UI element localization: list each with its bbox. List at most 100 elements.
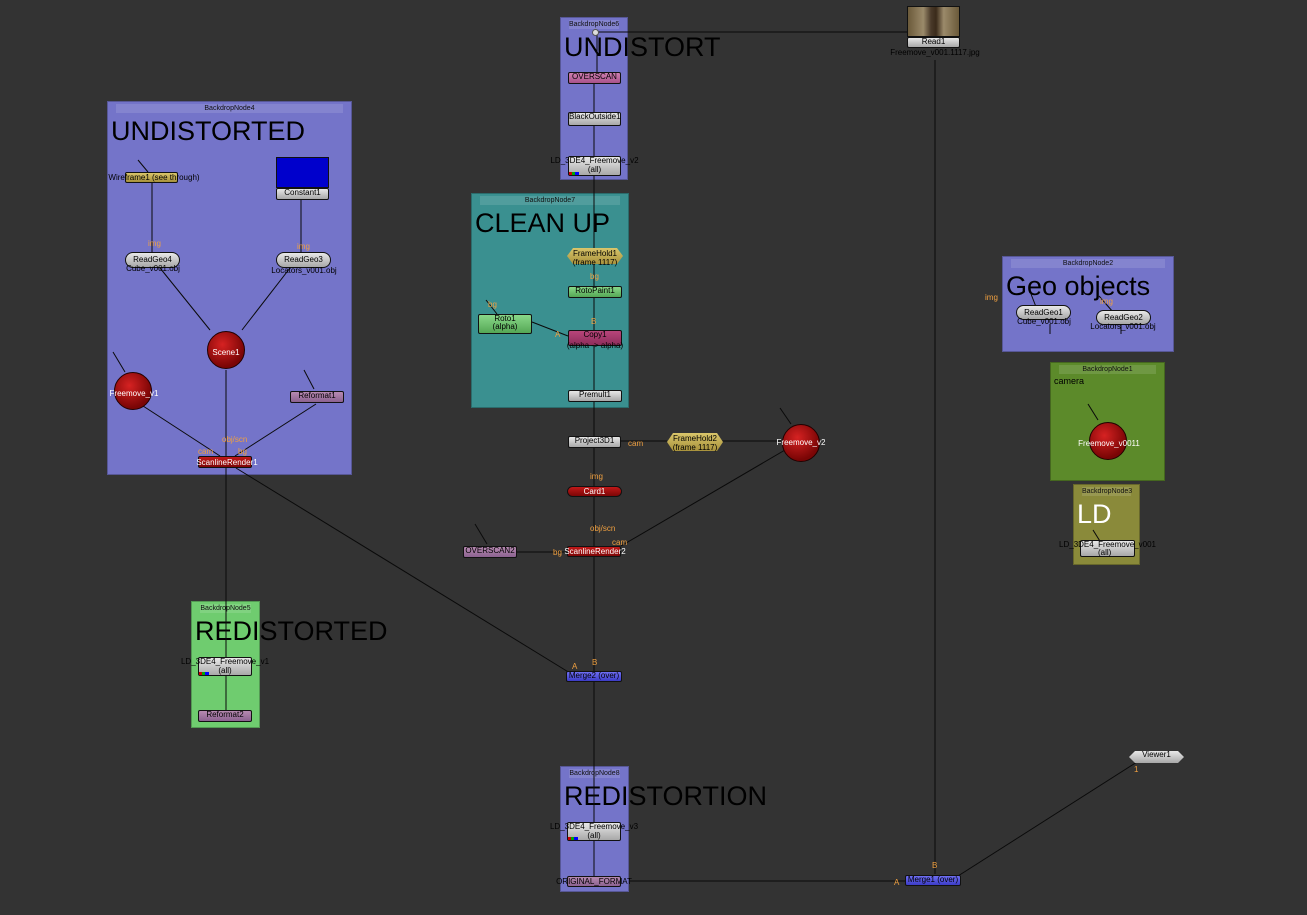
input-label-a: A [894, 878, 900, 887]
freemove-v2-label: Freemove_v2 [776, 438, 826, 447]
roto1-node[interactable]: Roto1(alpha) [478, 314, 532, 334]
backdrop-header: BackdropNode1 [1059, 365, 1156, 374]
ld-3de4-freemove-v1-node[interactable]: LD_3DE4_Freemove_v1(all) [181, 657, 269, 676]
framehold2-sub: (frame 1117) [672, 443, 718, 452]
read1-node[interactable]: Read1 [907, 37, 960, 48]
framehold1-label: FrameHold1 [572, 249, 617, 258]
input-label-obj-scn: obj/scn [222, 435, 248, 444]
scanlinerender1-node[interactable] [198, 456, 252, 468]
node-label: LD_3DE4_Freemove_v1 [180, 657, 270, 666]
overscan-node[interactable]: OVERSCAN [568, 72, 621, 84]
scanlinerender2-node[interactable] [567, 546, 621, 557]
backdrop-header: BackdropNode8 [569, 769, 620, 778]
constant1-swatch[interactable] [276, 157, 329, 188]
input-label-b: B [592, 658, 598, 667]
readgeo4-node[interactable]: ReadGeo4 [125, 252, 180, 268]
merge1-node[interactable]: Merge1 (over) [905, 875, 961, 886]
input-label-cam: cam [198, 447, 214, 456]
original-format-node[interactable] [567, 876, 621, 887]
freemove-v0011-node[interactable] [1089, 422, 1127, 460]
backdrop-node2[interactable]: BackdropNode2 Geo objects [1002, 256, 1174, 352]
backdrop-header: BackdropNode6 [569, 20, 620, 29]
readgeo3-file-label: Locators_v001.obj [271, 266, 337, 275]
backdrop-header: BackdropNode3 [1082, 487, 1133, 496]
blackoutside1-node[interactable]: BlackOutside1 [568, 112, 621, 126]
scene1-node[interactable] [207, 331, 245, 369]
ld-3de4-freemove-v001-label: LD_3DE4_Freemove_v001 [1059, 540, 1156, 549]
freemove-v1-node[interactable] [114, 372, 152, 410]
node-sub: (all) [587, 164, 602, 174]
input-label-cam: cam [612, 538, 628, 547]
input-label-img: img [1100, 297, 1113, 306]
merge2-node[interactable]: Merge2 (over) [566, 671, 622, 682]
framehold1-node[interactable] [567, 248, 623, 264]
readgeo4-file-label: Cube_v001.obj [126, 264, 180, 273]
backdrop-title: UNDISTORTED [111, 116, 306, 146]
wireframe1-node[interactable] [125, 172, 178, 183]
rotopaint1-node[interactable]: RotoPaint1 [568, 286, 622, 298]
read1-file-label: Freemove_v001.1117.jpg [890, 48, 980, 57]
backdrop-header: BackdropNode2 [1011, 259, 1165, 268]
node-label: LD_3DE4_Freemove_v2 [550, 156, 639, 165]
backdrop-title: LD [1077, 499, 1112, 529]
freemove-v1-label: Freemove_v1 [109, 389, 159, 398]
ld-3de4-freemove-v2-node[interactable]: LD_3DE4_Freemove_v2(all) [550, 156, 639, 176]
premult1-node[interactable]: Premult1 [568, 390, 622, 402]
backdrop-title: REDISTORTED [195, 616, 388, 646]
read1-thumbnail[interactable] [907, 6, 960, 37]
channel-chip [568, 837, 578, 840]
framehold2-label: FrameHold2 [672, 434, 717, 443]
input-label-img: img [148, 239, 161, 248]
node-label: LD_3DE4_Freemove_v3 [549, 822, 639, 831]
scene1-label: Scene1 [212, 348, 240, 357]
freemove-v2-node[interactable] [782, 424, 820, 462]
input-label-img: img [985, 293, 998, 302]
readgeo3-node[interactable]: ReadGeo3 [276, 252, 331, 268]
node-label: Read1 [921, 37, 946, 46]
ld-3de4-freemove-v001-node[interactable] [1080, 540, 1135, 557]
original-format-label: ORIGINAL_FORMAT [556, 877, 632, 886]
backdrop-header: BackdropNode7 [480, 196, 620, 205]
backdrop-header: BackdropNode5 [200, 604, 251, 613]
copy1-sub: (alpha -> alpha) [566, 341, 624, 350]
overscan2-node[interactable]: OVERSCAN2 [463, 546, 517, 558]
input-label-obj-scn: obj/scn [590, 524, 616, 533]
ld-3de4-freemove-v3-node[interactable]: LD_3DE4_Freemove_v3(all) [550, 822, 638, 841]
input-label-bg: bg [553, 548, 562, 557]
card1-node[interactable]: Card1 [567, 486, 622, 497]
constant1-node[interactable]: Constant1 [276, 188, 329, 200]
project3d1-node[interactable]: Project3D1 [568, 436, 621, 448]
ld-3de4-freemove-v001-sub: (all) [1098, 548, 1112, 557]
backdrop-title: Geo objects [1006, 271, 1151, 301]
readgeo2-node[interactable]: ReadGeo2 [1096, 310, 1151, 325]
viewer1-node[interactable]: Viewer1 [1129, 751, 1184, 763]
readgeo1-file-label: Cube_v001.obj [1017, 317, 1071, 326]
input-dot[interactable] [592, 29, 599, 36]
backdrop-title: REDISTORTION [564, 781, 768, 811]
input-label-bg: bg [590, 272, 599, 281]
backdrop-title: CLEAN UP [475, 208, 611, 238]
readgeo1-node[interactable]: ReadGeo1 [1016, 305, 1071, 320]
node-label: Roto1 [494, 314, 516, 323]
scanlinerender2-label: ScanlineRender2 [564, 547, 626, 556]
input-label-a: A [572, 662, 578, 671]
node-sub: (all) [218, 665, 232, 675]
input-label-img: img [590, 472, 603, 481]
input-label-b: B [932, 861, 938, 870]
viewer-input-label: 1 [1134, 765, 1139, 774]
backdrop-title: camera [1054, 376, 1085, 386]
scanlinerender1-label: ScanlineRender1 [196, 458, 258, 467]
backdrop-node1[interactable]: BackdropNode1 camera [1050, 362, 1165, 481]
node-label: Copy1 [583, 330, 607, 339]
node-sub: (all) [587, 830, 601, 840]
node-sub: (alpha) [492, 322, 518, 332]
copy1-node[interactable]: Copy1 [568, 330, 622, 346]
backdrop-header: BackdropNode4 [116, 104, 343, 113]
framehold2-node[interactable] [667, 433, 723, 451]
channel-chip [199, 672, 209, 675]
input-label-bg: bg [238, 447, 247, 456]
wireframe1-label: Wireframe1 (see through) [108, 173, 200, 182]
reformat2-node[interactable]: Reformat2 [198, 710, 252, 722]
reformat1-node[interactable]: Reformat1 [290, 391, 344, 403]
framehold1-sub: (frame 1117) [572, 258, 618, 267]
